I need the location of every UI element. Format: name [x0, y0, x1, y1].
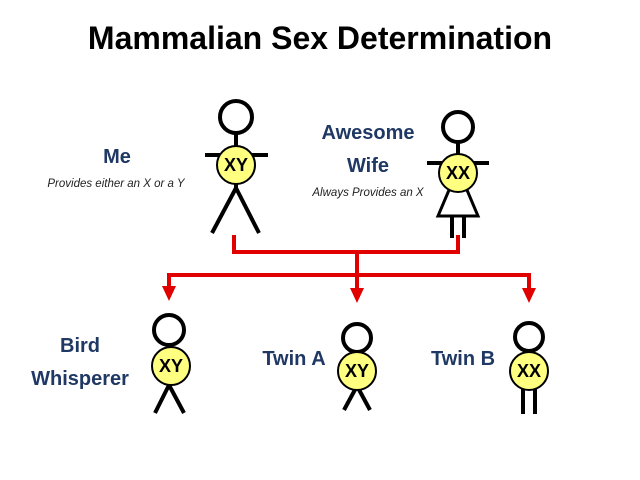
father-figure: XY	[205, 99, 268, 234]
father-head	[218, 99, 254, 135]
bird-whisperer-chromosomes: XY	[159, 356, 183, 376]
twin-b-head	[513, 321, 545, 353]
father-chromosome-badge	[216, 145, 256, 185]
mother-figure: XX	[427, 110, 489, 238]
twin-a-name-label: Twin A	[262, 348, 325, 370]
arrowhead-bird-whisperer	[162, 286, 176, 301]
arrowhead-twin-b	[522, 288, 536, 303]
father-chromosomes: XY	[224, 155, 248, 175]
father-left-leg	[210, 187, 238, 234]
mother-dress	[435, 188, 481, 218]
mother-name-line1: Awesome	[321, 122, 414, 144]
bird-whisperer-left-leg	[153, 384, 171, 414]
mother-name-line2: Wife	[347, 155, 389, 177]
parents-join-line	[232, 235, 460, 254]
bird-whisperer-right-leg	[167, 384, 186, 414]
bird-whisperer-name-line2: Whisperer	[31, 368, 129, 390]
father-right-leg	[234, 187, 261, 234]
twin-b-figure: XX	[509, 321, 549, 414]
mother-chromosome-badge	[438, 153, 478, 193]
twin-a-figure: XY	[337, 322, 377, 411]
twin-a-chromosomes: XY	[345, 361, 369, 381]
father-note: Provides either an X or a Y	[47, 178, 186, 190]
mother-head	[441, 110, 475, 144]
slide-title: Mammalian Sex Determination	[88, 20, 552, 56]
mother-chromosomes: XX	[446, 163, 470, 183]
twin-a-chromosome-badge	[337, 351, 377, 391]
bird-whisperer-chromosome-badge	[151, 346, 191, 386]
bird-whisperer-figure: XY	[151, 313, 191, 414]
arrowhead-twin-a	[350, 288, 364, 303]
bird-whisperer-name-line1: Bird	[60, 335, 100, 357]
twin-a-head	[341, 322, 373, 354]
mother-note: Always Provides an X	[311, 187, 425, 199]
twin-b-chromosomes: XX	[517, 361, 541, 381]
father-name-label: Me	[103, 146, 131, 168]
inheritance-connectors	[162, 235, 536, 303]
twin-b-name-label: Twin B	[431, 348, 495, 370]
bird-whisperer-head	[152, 313, 186, 347]
twin-b-chromosome-badge	[509, 351, 549, 391]
